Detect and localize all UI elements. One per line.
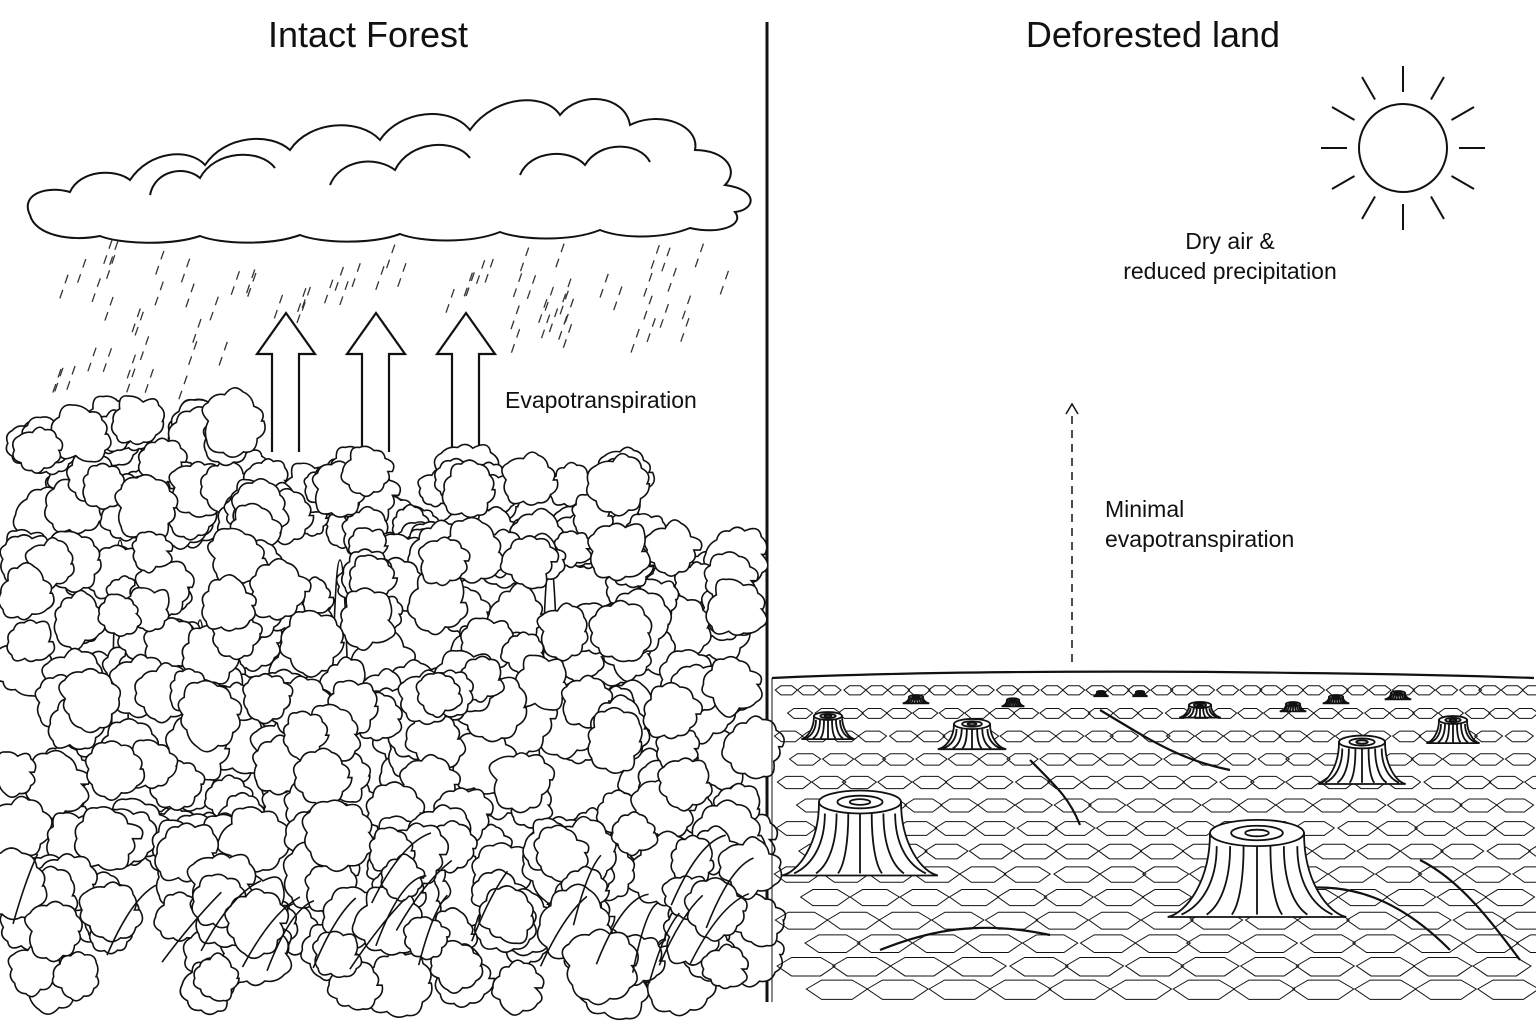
panel-title-deforested-land: Deforested land [1025, 14, 1281, 55]
dry-air-line-1: Dry air & [1185, 228, 1275, 254]
panel-title-intact-forest: Intact Forest [267, 14, 469, 55]
sun-icon [1321, 66, 1485, 230]
minimal-evapotranspiration-label: Minimal evapotranspiration [1105, 494, 1294, 554]
minimal-line-1: Minimal [1105, 496, 1185, 522]
evapotranspiration-label: Evapotranspiration [505, 387, 697, 413]
rain-icon [51, 240, 730, 402]
minimal-line-2: evapotranspiration [1105, 526, 1295, 552]
cloud-icon [26, 98, 752, 244]
tree-icon [0, 387, 787, 1021]
arrow-up-icon [254, 311, 498, 472]
dry-air-label: Dry air & reduced precipitation [1090, 226, 1370, 286]
arrow-up-icon [1065, 402, 1079, 662]
dry-air-line-2: reduced precipitation [1123, 258, 1337, 284]
stump-icon [781, 689, 1480, 918]
